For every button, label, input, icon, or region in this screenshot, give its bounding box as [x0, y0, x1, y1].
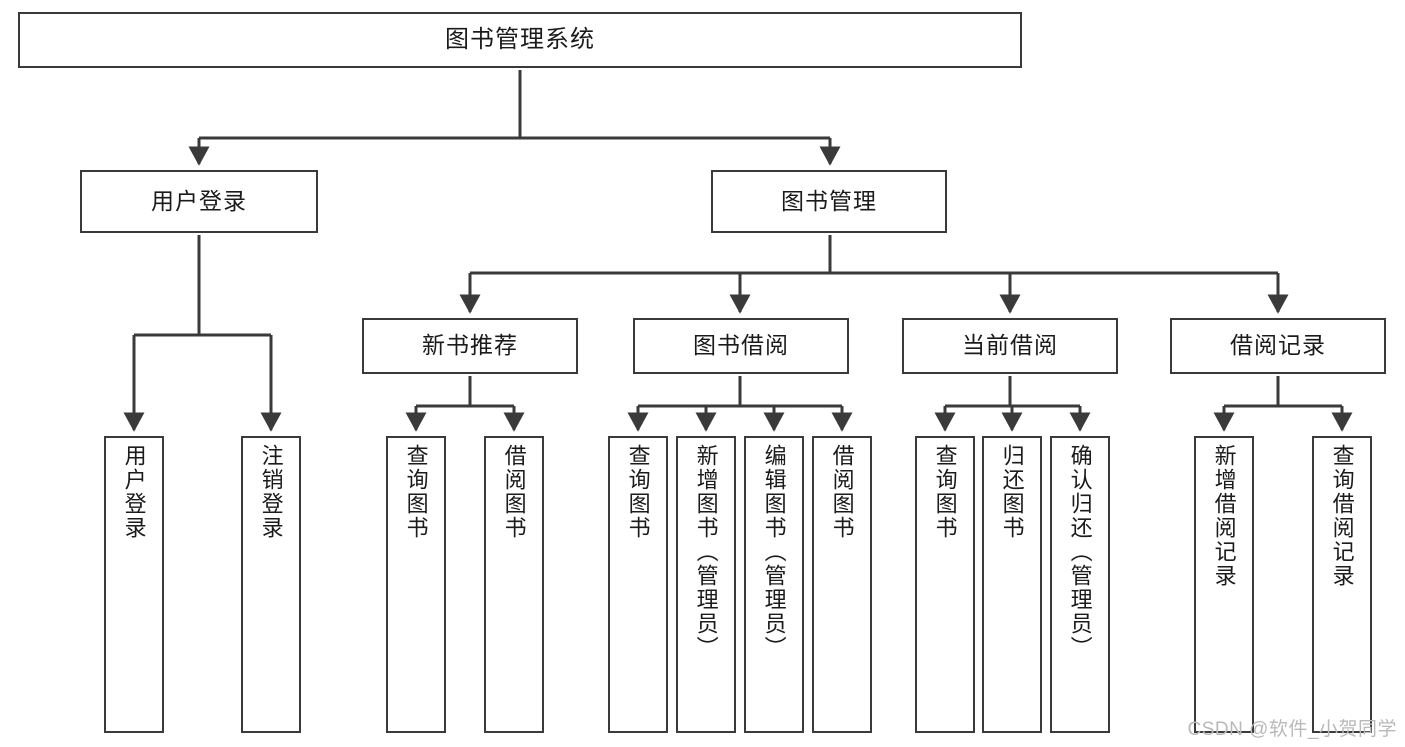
- node-root-book-management-system[interactable]: 图书管理系统: [18, 12, 1022, 68]
- node-leaf-borrow-book[interactable]: 借阅图书: [812, 436, 872, 733]
- node-label: 新书推荐: [422, 332, 518, 359]
- node-label: 借阅图书: [829, 444, 855, 540]
- node-leaf-add-borrow-record[interactable]: 新增借阅记录: [1194, 436, 1254, 733]
- node-label: 查询图书: [403, 444, 429, 540]
- node-label: 借阅记录: [1230, 332, 1326, 359]
- node-label: 查询图书: [932, 444, 958, 540]
- node-leaf-add-book-admin[interactable]: 新增图书（管理员）: [676, 436, 736, 733]
- node-label: 确认归还（管理员）: [1067, 444, 1093, 660]
- node-current-borrow[interactable]: 当前借阅: [902, 318, 1118, 374]
- node-label: 用户登录: [121, 444, 147, 540]
- node-label: 查询借阅记录: [1329, 444, 1355, 588]
- node-leaf-query-book-current[interactable]: 查询图书: [915, 436, 975, 733]
- node-leaf-user-login[interactable]: 用户登录: [104, 436, 164, 733]
- node-book-management[interactable]: 图书管理: [711, 170, 947, 233]
- node-label: 注销登录: [258, 444, 284, 540]
- node-book-borrow[interactable]: 图书借阅: [633, 318, 849, 374]
- node-label: 图书借阅: [693, 332, 789, 359]
- node-label: 当前借阅: [962, 332, 1058, 359]
- node-label: 新增借阅记录: [1211, 444, 1237, 588]
- node-borrow-record[interactable]: 借阅记录: [1170, 318, 1386, 374]
- node-user-login[interactable]: 用户登录: [80, 170, 318, 233]
- node-label: 编辑图书（管理员）: [761, 444, 787, 660]
- node-leaf-logout[interactable]: 注销登录: [241, 436, 301, 733]
- node-new-book-recommend[interactable]: 新书推荐: [362, 318, 578, 374]
- node-label: 归还图书: [999, 444, 1025, 540]
- node-label: 查询图书: [625, 444, 651, 540]
- node-leaf-return-book[interactable]: 归还图书: [982, 436, 1042, 733]
- node-leaf-borrow-book-recommend[interactable]: 借阅图书: [484, 436, 544, 733]
- node-leaf-query-book-borrow[interactable]: 查询图书: [608, 436, 668, 733]
- node-label: 图书管理: [781, 187, 877, 214]
- node-label: 借阅图书: [501, 444, 527, 540]
- node-leaf-query-book-recommend[interactable]: 查询图书: [386, 436, 446, 733]
- csdn-watermark: CSDN @软件_小贺同学: [1187, 719, 1397, 740]
- node-label: 用户登录: [151, 187, 247, 214]
- node-leaf-edit-book-admin[interactable]: 编辑图书（管理员）: [744, 436, 804, 733]
- node-leaf-confirm-return-admin[interactable]: 确认归还（管理员）: [1050, 436, 1110, 733]
- node-leaf-query-borrow-record[interactable]: 查询借阅记录: [1312, 436, 1372, 733]
- node-label: 图书管理系统: [445, 25, 595, 53]
- node-label: 新增图书（管理员）: [693, 444, 719, 660]
